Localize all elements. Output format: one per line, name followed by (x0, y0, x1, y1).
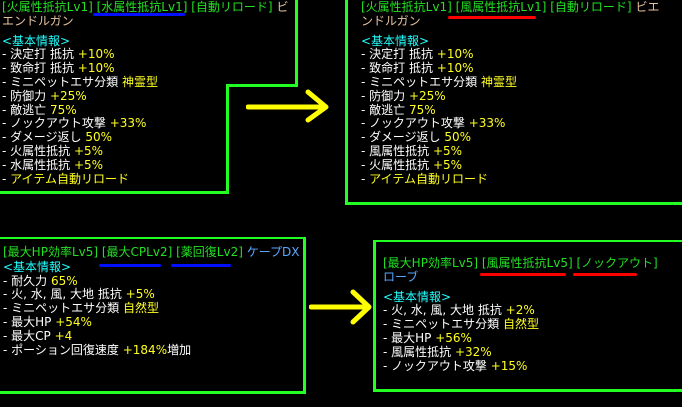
item-option: [自動リロード] (191, 0, 273, 14)
stat-row: - 最大HP +56% (383, 330, 472, 345)
stat-row: - ノックアウト攻撃 +33% (2, 116, 147, 131)
panel4-border-left (373, 240, 376, 392)
highlight-underline (93, 13, 185, 16)
panel1-border-inner (226, 84, 229, 194)
item-tooltip-before-2: [最大HP効率Lv5] [最大CPLv2] [薬回復Lv2] ケープDX <基本… (3, 245, 303, 357)
panel2-border-left (345, 0, 348, 205)
stat-row: - ミニペットエサ分類 神霊型 (2, 74, 158, 89)
stat-row: - 最大HP +54% (3, 314, 92, 329)
stat-row: - 敵逃亡 75% (361, 102, 436, 117)
stat-row: - 決定打 抵抗 +10% (2, 47, 115, 62)
stat-row: - 致命打 抵抗 +10% (2, 61, 115, 76)
stat-row: - ミニペットエサ分類 神霊型 (361, 74, 517, 89)
stat-row: - 風属性抵抗 +5% (361, 143, 463, 158)
stat-row: - ノックアウト攻撃 +15% (383, 358, 528, 373)
item-name: ローブ (383, 269, 419, 284)
stat-row: - 風属性抵抗 +32% (383, 344, 492, 359)
stat-row: - 火属性抵抗 +5% (361, 157, 463, 172)
stat-row: - アイテム自動リロード (361, 171, 488, 186)
section-header: <基本情報> (383, 289, 452, 304)
stat-row: - ポーション回復速度 +184%増加 (3, 342, 192, 357)
stat-row: - 水属性抵抗 +5% (2, 157, 104, 172)
item-title: [最大HP効率Lv5] [最大CPLv2] [薬回復Lv2] ケープDX (3, 245, 303, 260)
item-title: [火属性抵抗Lv1] [風属性抵抗Lv1] [自動リロード] ビエンドルガン (361, 0, 661, 29)
panel4-border-top (373, 240, 682, 242)
highlight-underline (480, 273, 566, 276)
stat-row: - ミニペットエサ分類 自然型 (383, 317, 539, 332)
arrow-right-icon (246, 89, 329, 123)
item-option: [風属性抵抗Lv5] (481, 256, 573, 270)
item-option: [風属性抵抗Lv1] (455, 0, 547, 14)
stat-row: - 敵逃亡 75% (2, 102, 77, 117)
panel3-border-bottom (0, 391, 306, 394)
item-tooltip-after-1: [火属性抵抗Lv1] [風属性抵抗Lv1] [自動リロード] ビエンドルガン <… (361, 0, 661, 186)
panel3-border-right (303, 238, 306, 393)
stat-row: - 防御力 +25% (361, 88, 446, 103)
section-header: <基本情報> (3, 259, 72, 274)
highlight-underline (448, 16, 536, 19)
stat-row: - 防御力 +25% (2, 88, 87, 103)
item-name: ビエンドルガン (361, 0, 660, 28)
highlight-underline (99, 264, 161, 267)
item-option: [ノックアウト] (576, 256, 658, 270)
stat-row: - 致命打 抵抗 +10% (361, 61, 474, 76)
panel2-border-bottom (345, 202, 682, 205)
highlight-underline (573, 273, 637, 276)
stat-row: - アイテム自動リロード (2, 171, 129, 186)
panel4-border-bottom (373, 389, 682, 392)
section-header: <基本情報> (361, 33, 430, 48)
stat-row: - 火属性抵抗 +5% (2, 143, 104, 158)
stat-row: - 最大CP +4 (3, 328, 73, 343)
stat-row: - ノックアウト攻撃 +33% (361, 116, 506, 131)
section-header: <基本情報> (2, 33, 71, 48)
stat-row: - ダメージ返し 50% (361, 130, 472, 145)
item-option: [火属性抵抗Lv1] (361, 0, 452, 14)
item-title: [火属性抵抗Lv1] [水属性抵抗Lv1] [自動リロード] ビエンドルガン (2, 0, 294, 29)
stat-row: - ダメージ返し 50% (2, 130, 113, 145)
stat-row: - ミニペットエサ分類 自然型 (3, 301, 159, 316)
item-option: [薬回復Lv2] (176, 245, 243, 259)
item-option: [自動リロード] (550, 0, 632, 14)
stat-row: - 決定打 抵抗 +10% (361, 47, 474, 62)
item-option: [最大CPLv2] (101, 245, 173, 259)
arrow-right-icon (309, 289, 372, 325)
stat-row: - 火, 水, 風, 大地 抵抗 +2% (383, 303, 535, 318)
highlight-underline (171, 264, 231, 267)
item-option: [火属性抵抗Lv1] (2, 0, 93, 14)
item-title: [最大HP効率Lv5] [風属性抵抗Lv5] [ノックアウト] ローブ (383, 256, 673, 285)
panel1-border-right (295, 0, 298, 86)
item-name: ビエンドルガン (2, 0, 289, 28)
item-option: [最大HP効率Lv5] (383, 256, 479, 270)
item-tooltip-before-1: [火属性抵抗Lv1] [水属性抵抗Lv1] [自動リロード] ビエンドルガン <… (2, 0, 294, 186)
item-name: ケープDX (246, 245, 300, 259)
stat-row: - 耐久力 65% (3, 273, 78, 288)
panel3-border-top (0, 237, 306, 239)
item-option: [最大HP効率Lv5] (3, 245, 99, 259)
item-tooltip-after-2: [最大HP効率Lv5] [風属性抵抗Lv5] [ノックアウト] ローブ <基本情… (383, 256, 673, 373)
panel1-border-step (226, 84, 298, 87)
panel1-border-bottom (0, 191, 229, 194)
stat-row: - 火, 水, 風, 大地 抵抗 +5% (3, 287, 155, 302)
item-option: [水属性抵抗Lv1] (96, 0, 188, 14)
